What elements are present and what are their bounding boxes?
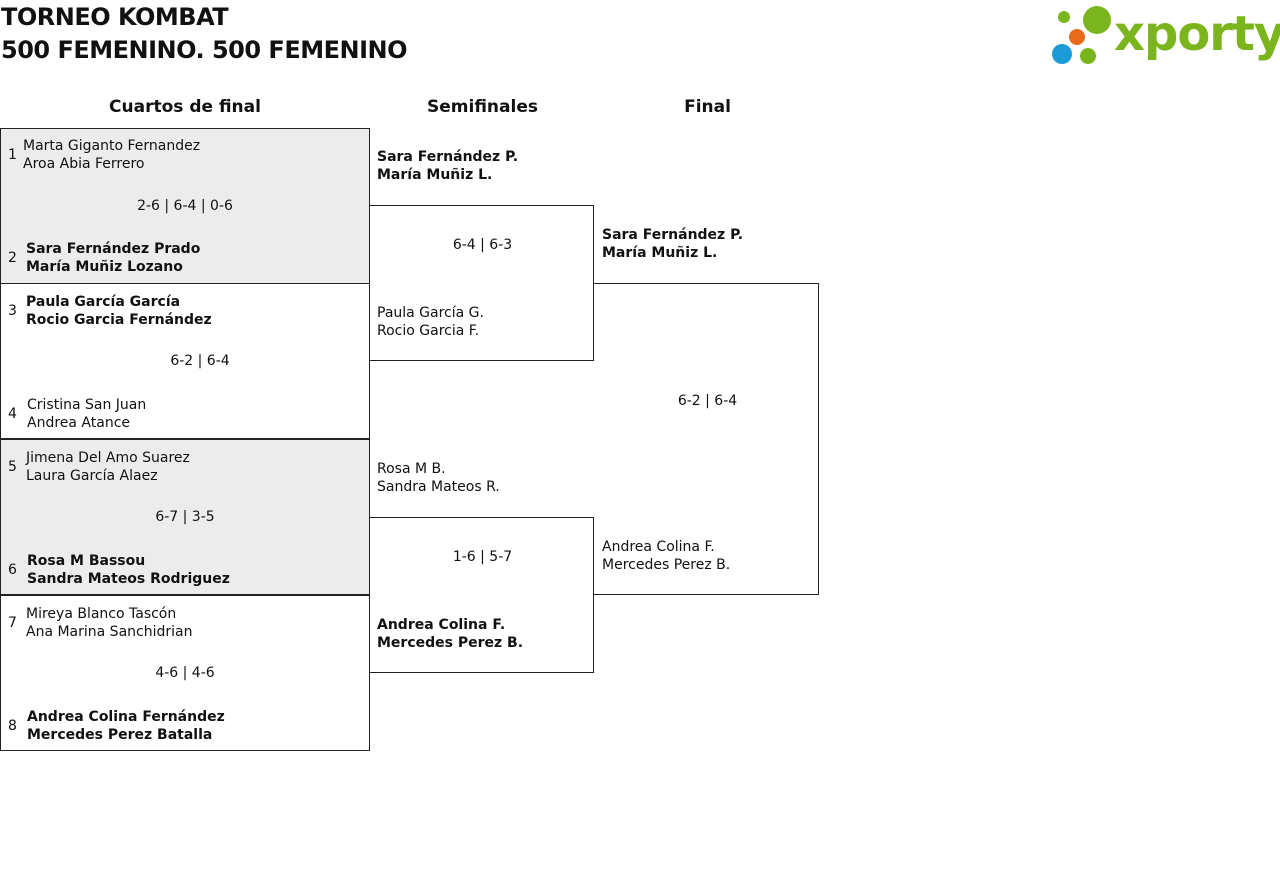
quarterfinal-match-2[interactable]: 3 Paula García García Rocio Garcia Ferná… [0,283,370,439]
pair-names: Cristina San Juan Andrea Atance [27,396,146,432]
logo-dot-green-icon [1058,11,1070,23]
player-name: Sara Fernández P. [602,227,744,243]
logo-dot-green-small-icon [1080,48,1096,64]
final-connector [594,283,819,595]
logo-text: xporty [1114,6,1280,62]
player-name: Mercedes Perez Batalla [27,727,213,743]
player-name: Laura García Alaez [26,468,158,484]
seed-number: 1 [8,147,17,163]
round-header-semifinals: Semifinales [427,97,538,117]
semifinal-1-score: 6-4 | 6-3 [452,237,513,253]
quarterfinal-match-4[interactable]: 7 Mireya Blanco Tascón Ana Marina Sanchi… [0,595,370,751]
seed-number: 7 [8,615,17,631]
player-name: María Muñiz L. [602,245,718,261]
player-name: Marta Giganto Fernandez [23,138,201,154]
player-name: Mercedes Perez B. [377,635,524,651]
pair-names: Jimena Del Amo Suarez Laura García Alaez [26,449,190,485]
player-name: María Muñiz L. [377,167,493,183]
seed-number: 6 [8,562,17,578]
match-score: 6-2 | 6-4 [170,353,230,369]
round-header-final: Final [684,97,731,117]
category-title: 500 FEMENINO. 500 FEMENINO [1,36,408,64]
final-bottom-pair[interactable]: Andrea Colina F. Mercedes Perez B. [602,538,730,574]
tournament-title: TORNEO KOMBAT [1,3,229,31]
player-name: Rosa M B. [377,461,446,477]
pair-names-winner: Rosa M Bassou Sandra Mateos Rodriguez [27,552,230,588]
player-name: Ana Marina Sanchidrian [26,624,193,640]
pair-names: Marta Giganto Fernandez Aroa Abia Ferrer… [23,137,200,173]
seed-number: 2 [8,250,17,266]
seed-number: 4 [8,406,17,422]
player-name: Andrea Colina Fernández [27,709,225,725]
pair-names: Mireya Blanco Tascón Ana Marina Sanchidr… [26,605,192,641]
seed-number: 3 [8,303,17,319]
xporty-logo[interactable]: xporty [1050,4,1280,68]
semifinal-2-bottom-pair[interactable]: Andrea Colina F. Mercedes Perez B. [377,616,523,652]
player-name: Sandra Mateos R. [377,479,500,495]
pair-names-winner: Paula García García Rocio Garcia Fernánd… [26,293,212,329]
semifinal-1-top-pair[interactable]: Sara Fernández P. María Muñiz L. [377,148,518,184]
player-name: Mireya Blanco Tascón [26,606,177,622]
player-name: María Muñiz Lozano [26,259,183,275]
player-name: Andrea Colina F. [602,539,715,555]
final-score: 6-2 | 6-4 [677,393,738,409]
logo-dot-blue-icon [1052,44,1072,64]
player-name: Mercedes Perez B. [602,557,731,573]
final-top-pair[interactable]: Sara Fernández P. María Muñiz L. [602,226,743,262]
semifinal-2-score: 1-6 | 5-7 [452,549,513,565]
semifinal-1-bottom-pair[interactable]: Paula García G. Rocio Garcia F. [377,304,484,340]
match-score: 4-6 | 4-6 [155,665,215,681]
logo-dot-green-large-icon [1083,6,1111,34]
pair-names-winner: Andrea Colina Fernández Mercedes Perez B… [27,708,225,744]
player-name: Sara Fernández P. [377,149,519,165]
match-score: 2-6 | 6-4 | 0-6 [137,198,233,214]
player-name: Rocio Garcia F. [377,323,480,339]
player-name: Jimena Del Amo Suarez [26,450,190,466]
player-name: Andrea Colina F. [377,617,506,633]
seed-number: 5 [8,459,17,475]
semifinal-2-top-pair[interactable]: Rosa M B. Sandra Mateos R. [377,460,500,496]
player-name: Cristina San Juan [27,397,147,413]
logo-dot-orange-icon [1069,29,1085,45]
round-header-quarterfinals: Cuartos de final [109,97,261,117]
player-name: Andrea Atance [27,415,131,431]
player-name: Sandra Mateos Rodriguez [27,571,230,587]
player-name: Paula García G. [377,305,484,321]
pair-names-winner: Sara Fernández Prado María Muñiz Lozano [26,240,200,276]
player-name: Sara Fernández Prado [26,241,201,257]
player-name: Paula García García [26,294,181,310]
player-name: Rosa M Bassou [27,553,146,569]
seed-number: 8 [8,718,17,734]
semifinal-connector-1 [369,205,594,361]
match-score: 6-7 | 3-5 [155,509,215,525]
quarterfinal-match-1[interactable]: 1 Marta Giganto Fernandez Aroa Abia Ferr… [0,128,370,284]
player-name: Rocio Garcia Fernández [26,312,212,328]
player-name: Aroa Abia Ferrero [23,156,145,172]
semifinal-connector-2 [369,517,594,673]
quarterfinal-match-3[interactable]: 5 Jimena Del Amo Suarez Laura García Ala… [0,439,370,595]
